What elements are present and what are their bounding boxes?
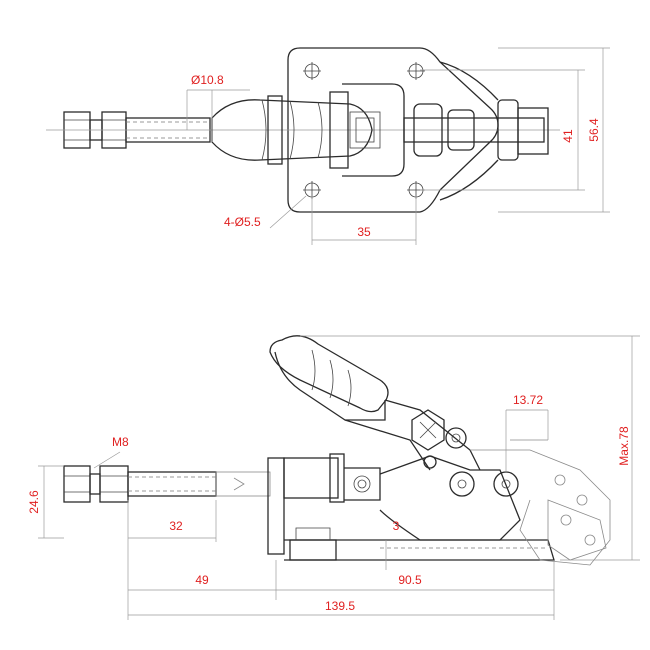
- top-mount-holes: [303, 62, 425, 199]
- top-base-plate: [287, 47, 499, 213]
- side-body: [283, 453, 521, 541]
- side-linkage: [411, 409, 519, 497]
- dim-length-139-5: 139.5: [325, 599, 355, 613]
- dim-height-56-4: 56.4: [587, 118, 601, 142]
- dim-length-49: 49: [195, 573, 209, 587]
- side-dim-lines: [38, 335, 640, 620]
- dim-offset-3: 3: [393, 519, 400, 533]
- dimension-labels: Ø10.8 41 56.4 4-Ø5.5 35 M8 24.6 32 3 49 …: [27, 73, 631, 613]
- top-handle: [211, 91, 373, 169]
- top-view: [46, 47, 610, 245]
- side-base: [267, 457, 555, 561]
- dim-height-41: 41: [561, 129, 575, 143]
- dim-width-13-72: 13.72: [513, 393, 543, 407]
- top-dim-lines: [186, 47, 610, 245]
- dim-length-32: 32: [169, 519, 183, 533]
- dim-hole-spacing: 35: [357, 225, 371, 239]
- side-handle: [269, 335, 481, 471]
- dim-height-24-6: 24.6: [27, 490, 41, 514]
- top-linkage: [413, 61, 549, 201]
- dim-mount-holes: 4-Ø5.5: [224, 215, 261, 229]
- dim-rod-diameter: Ø10.8: [191, 73, 224, 87]
- dim-thread: M8: [112, 435, 129, 449]
- side-ghost-open: [470, 439, 611, 566]
- dim-max-height: Max.78: [617, 426, 631, 466]
- dim-length-90-5: 90.5: [398, 573, 422, 587]
- side-bolt: [63, 465, 271, 503]
- side-view: [38, 335, 640, 620]
